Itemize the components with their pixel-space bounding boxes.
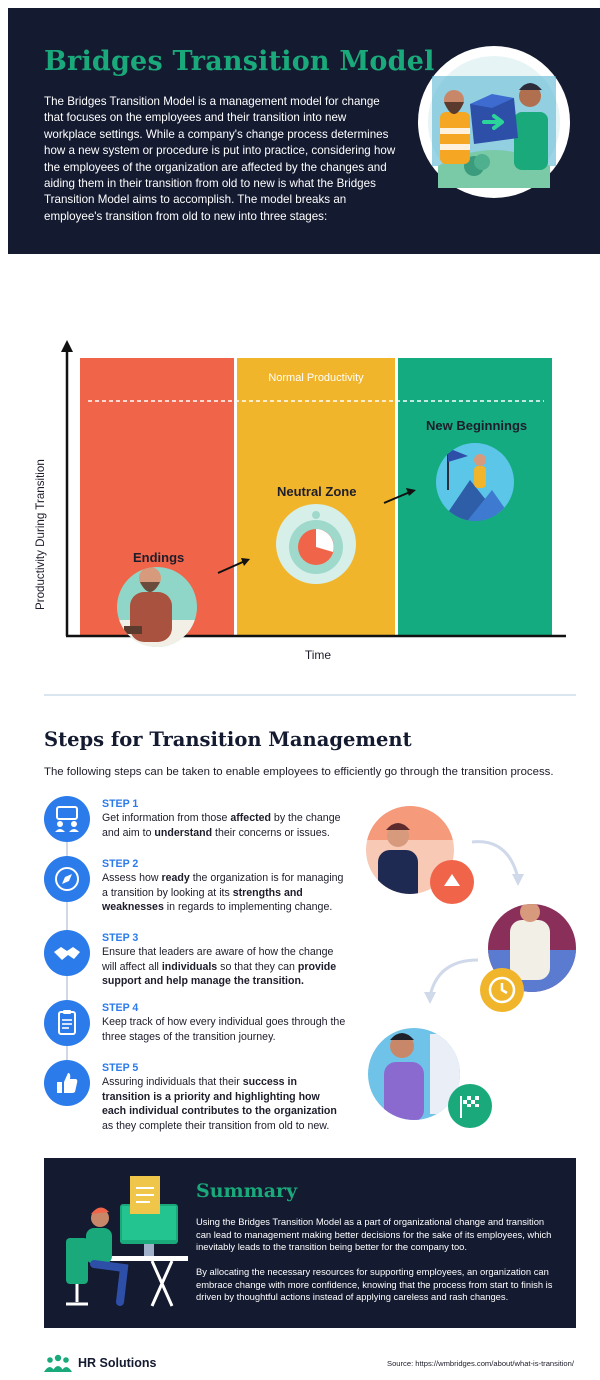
step-label: STEP 5 [102, 1062, 139, 1074]
summary-panel: Summary Using the Bridges Transition Mod… [44, 1158, 576, 1328]
step-text-segment: Keep track of how every individual goes … [102, 1016, 346, 1043]
summary-title: Summary [196, 1180, 298, 1202]
transition-arrow-2 [383, 488, 416, 504]
source-credit: Source: https://wmbridges.com/about/what… [387, 1359, 574, 1368]
step-text-emphasis: success in transition is a priority and … [102, 1076, 337, 1118]
y-axis-label: Productivity During Transition [34, 459, 47, 610]
step-description: Ensure that leaders are aware of how the… [102, 945, 346, 989]
transition-chart: Normal Productivity Endings Neutral Zone… [0, 330, 600, 670]
step-description: Assess how ready the organization is for… [102, 871, 346, 915]
intro-paragraph: The Bridges Transition Model is a manage… [44, 95, 396, 223]
handover-illustration [418, 46, 570, 198]
step-label: STEP 2 [102, 858, 139, 870]
curved-arrow-1 [471, 840, 520, 879]
compass-icon [44, 856, 90, 902]
page-title: Bridges Transition Model [44, 46, 435, 77]
zone-label-endings: Endings [133, 550, 185, 565]
step-text-segment: in regards to implementing change. [163, 901, 333, 914]
step-text-segment: Assess how [102, 872, 162, 884]
people-chart-icon [44, 796, 90, 842]
steps-title: Steps for Transition Management [44, 728, 412, 751]
step-description: Assuring individuals that their success … [102, 1075, 346, 1133]
curved-arrow-2 [428, 958, 479, 997]
desk-worker-illustration [66, 1176, 188, 1307]
step-text-segment: so that they can [217, 960, 298, 973]
clapping-illustration [366, 806, 474, 904]
endings-illustration [117, 567, 197, 647]
step-text-emphasis: understand [154, 826, 213, 839]
thumbs-up-icon [44, 1060, 90, 1106]
section-divider [44, 694, 576, 696]
step-text-emphasis: individuals [161, 960, 218, 973]
step-text-segment: by the change and aim to [102, 812, 341, 839]
steps-illustration [366, 806, 576, 1128]
brand-name: HR Solutions [78, 1356, 157, 1370]
step-text-emphasis: strengths and weaknesses [102, 886, 303, 914]
transition-arrow-1 [217, 558, 250, 574]
zone-label-neutral: Neutral Zone [277, 484, 357, 499]
step-text-emphasis: ready [161, 872, 190, 884]
summary-paragraph-2: By allocating the necessary resources fo… [196, 1266, 553, 1303]
step-text-segment: as they complete their transition from o… [102, 1119, 330, 1132]
steps-intro: The following steps can be taken to enab… [44, 766, 554, 778]
step-text-segment: Assuring individuals that their [102, 1076, 243, 1088]
step-text-emphasis: affected [230, 812, 271, 824]
neutral-zone-illustration [276, 504, 356, 584]
step-label: STEP 4 [102, 1002, 139, 1014]
summary-paragraph-1: Using the Bridges Transition Model as a … [196, 1216, 552, 1253]
clock-illustration [480, 904, 576, 1012]
clipboard-icon [44, 1000, 90, 1046]
step-label: STEP 3 [102, 932, 139, 944]
finish-flag-illustration [368, 1028, 492, 1128]
zone-neutral [237, 358, 395, 636]
step-description: Keep track of how every individual goes … [102, 1015, 346, 1044]
hr-solutions-logo-icon [44, 1354, 72, 1372]
normal-productivity-label: Normal Productivity [268, 372, 364, 384]
step-text-segment: Get information from those [102, 812, 231, 824]
step-description: Get information from those affected by t… [102, 811, 346, 840]
step-text-segment: the organization is for managing a trans… [102, 872, 344, 899]
header-banner: Bridges Transition Model The Bridges Tra… [8, 8, 600, 254]
handshake-icon [44, 930, 90, 976]
step-label: STEP 1 [102, 798, 139, 810]
step-text-segment: their concerns or issues. [212, 826, 330, 839]
step-text-segment: Ensure that leaders are aware of how the… [102, 946, 334, 973]
step-text-emphasis: provide support and help manage the tran… [102, 960, 337, 988]
x-axis-label: Time [304, 648, 332, 662]
zone-label-new-beginnings: New Beginnings [426, 418, 528, 433]
